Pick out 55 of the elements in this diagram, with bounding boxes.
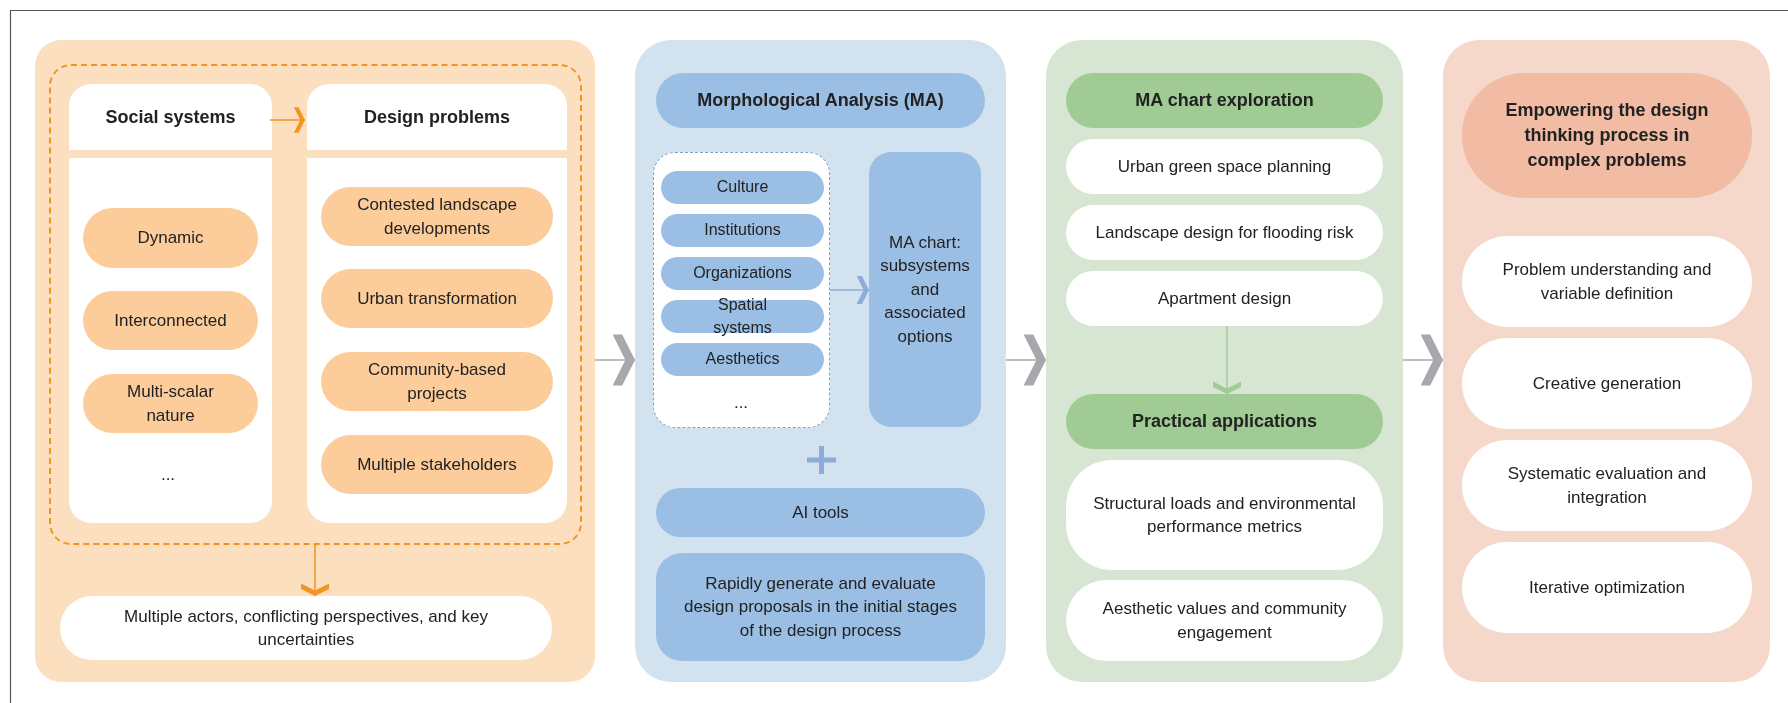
- label-text: Multi-scalar nature: [126, 381, 215, 427]
- label-text: Aesthetics: [704, 349, 781, 370]
- label-text: Structural loads and environmental performance metrics: [1092, 492, 1357, 538]
- label-text: Interconnected: [113, 309, 228, 332]
- label-text: Institutions: [703, 220, 782, 241]
- stage-panel: [1046, 40, 1403, 682]
- header-pill: [1066, 394, 1383, 449]
- dashed-group-frame: [49, 64, 582, 545]
- ellipsis-text: ...: [733, 393, 749, 413]
- label-text: Systematic evaluation and integration: [1506, 463, 1708, 509]
- label-text: Apartment design: [1156, 287, 1293, 310]
- heading-text: Practical applications: [1130, 410, 1319, 434]
- column-heading: Design problems: [363, 105, 511, 129]
- label-text: Culture: [715, 177, 770, 198]
- stage-panel: [1443, 40, 1770, 682]
- rounded-box: [869, 152, 981, 427]
- label-text: Urban transformation: [356, 287, 518, 310]
- rounded-box: [1066, 139, 1383, 194]
- label-text: Landscape design for flooding risk: [1094, 221, 1355, 244]
- dashed-list-card: [653, 152, 830, 428]
- rounded-box: [656, 553, 985, 661]
- label-text: Urban green space planning: [1116, 155, 1333, 178]
- rounded-box: [1066, 271, 1383, 326]
- column-card: [307, 84, 567, 523]
- label-text: Aesthetic values and community engagement: [1101, 598, 1348, 644]
- label-text: Spatial systems: [712, 295, 773, 338]
- label-text: Multiple stakeholders: [356, 453, 518, 476]
- heading-text: Empowering the design thinking process in complex problems: [1504, 99, 1710, 172]
- label-text: AI tools: [791, 501, 850, 524]
- label-text: Rapidly generate and evaluate design proposals in the initial stages of the design process: [682, 572, 959, 642]
- header-pill: [1066, 73, 1383, 128]
- category-pill: [661, 343, 824, 376]
- label-text: Dynamic: [136, 227, 205, 250]
- label-text: Iterative optimization: [1528, 576, 1686, 599]
- rounded-box: [656, 488, 985, 537]
- heading-text: MA chart exploration: [1134, 89, 1315, 113]
- label-text: Contested landscape developments: [356, 194, 518, 240]
- category-pill: [661, 171, 824, 204]
- label-text: MA chart: subsystems and associated options: [879, 231, 971, 348]
- label-text: Multiple actors, conflicting perspectives, and key uncertainties: [123, 605, 489, 651]
- column-card: [69, 84, 272, 523]
- heading-text: Morphological Analysis (MA): [696, 89, 945, 113]
- label-text: Community-based projects: [367, 359, 507, 405]
- category-pill: [661, 214, 824, 247]
- ellipsis-text: ...: [160, 465, 176, 485]
- label-text: Organizations: [692, 263, 793, 284]
- category-pill: [661, 257, 824, 290]
- stage-panel: [635, 40, 1006, 682]
- label-text: Creative generation: [1531, 372, 1683, 395]
- stage-panel: [35, 40, 595, 682]
- label-text: Problem understanding and variable definition: [1501, 259, 1713, 305]
- category-pill: [83, 208, 258, 268]
- column-heading: Social systems: [104, 105, 237, 129]
- header-pill: [656, 73, 985, 128]
- rounded-box: [1066, 205, 1383, 260]
